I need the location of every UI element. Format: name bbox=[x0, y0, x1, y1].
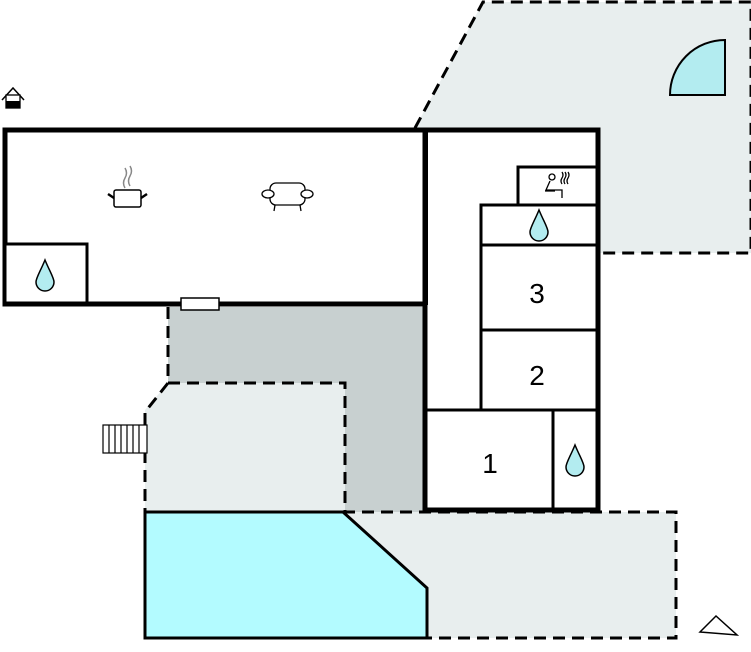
kitchen-icon bbox=[107, 165, 148, 208]
swimming-pool bbox=[143, 510, 429, 640]
sauna-icon bbox=[544, 171, 570, 198]
north-compass-icon bbox=[698, 614, 740, 636]
room-label-2: 2 bbox=[529, 360, 545, 391]
room-label-3: 3 bbox=[529, 278, 545, 309]
bedroom-1 bbox=[423, 408, 555, 512]
terrace-left-top-border bbox=[168, 381, 347, 512]
terrace-left-border bbox=[143, 307, 170, 512]
sauna-room bbox=[516, 165, 600, 207]
stairs-icon bbox=[102, 424, 148, 454]
door bbox=[180, 297, 220, 311]
bedroom-3 bbox=[479, 243, 600, 332]
pool-icon bbox=[668, 38, 726, 96]
terrace-bottom bbox=[343, 512, 676, 638]
room-label-1: 1 bbox=[482, 448, 498, 479]
entrance-icon bbox=[1, 86, 25, 109]
living-room-sofa-icon bbox=[261, 182, 314, 212]
terrace-top-right-border bbox=[413, 0, 751, 255]
outer-wall-right bbox=[422, 127, 601, 513]
bathroom-water-drop-icon bbox=[35, 208, 585, 477]
terrace-left bbox=[145, 383, 345, 512]
